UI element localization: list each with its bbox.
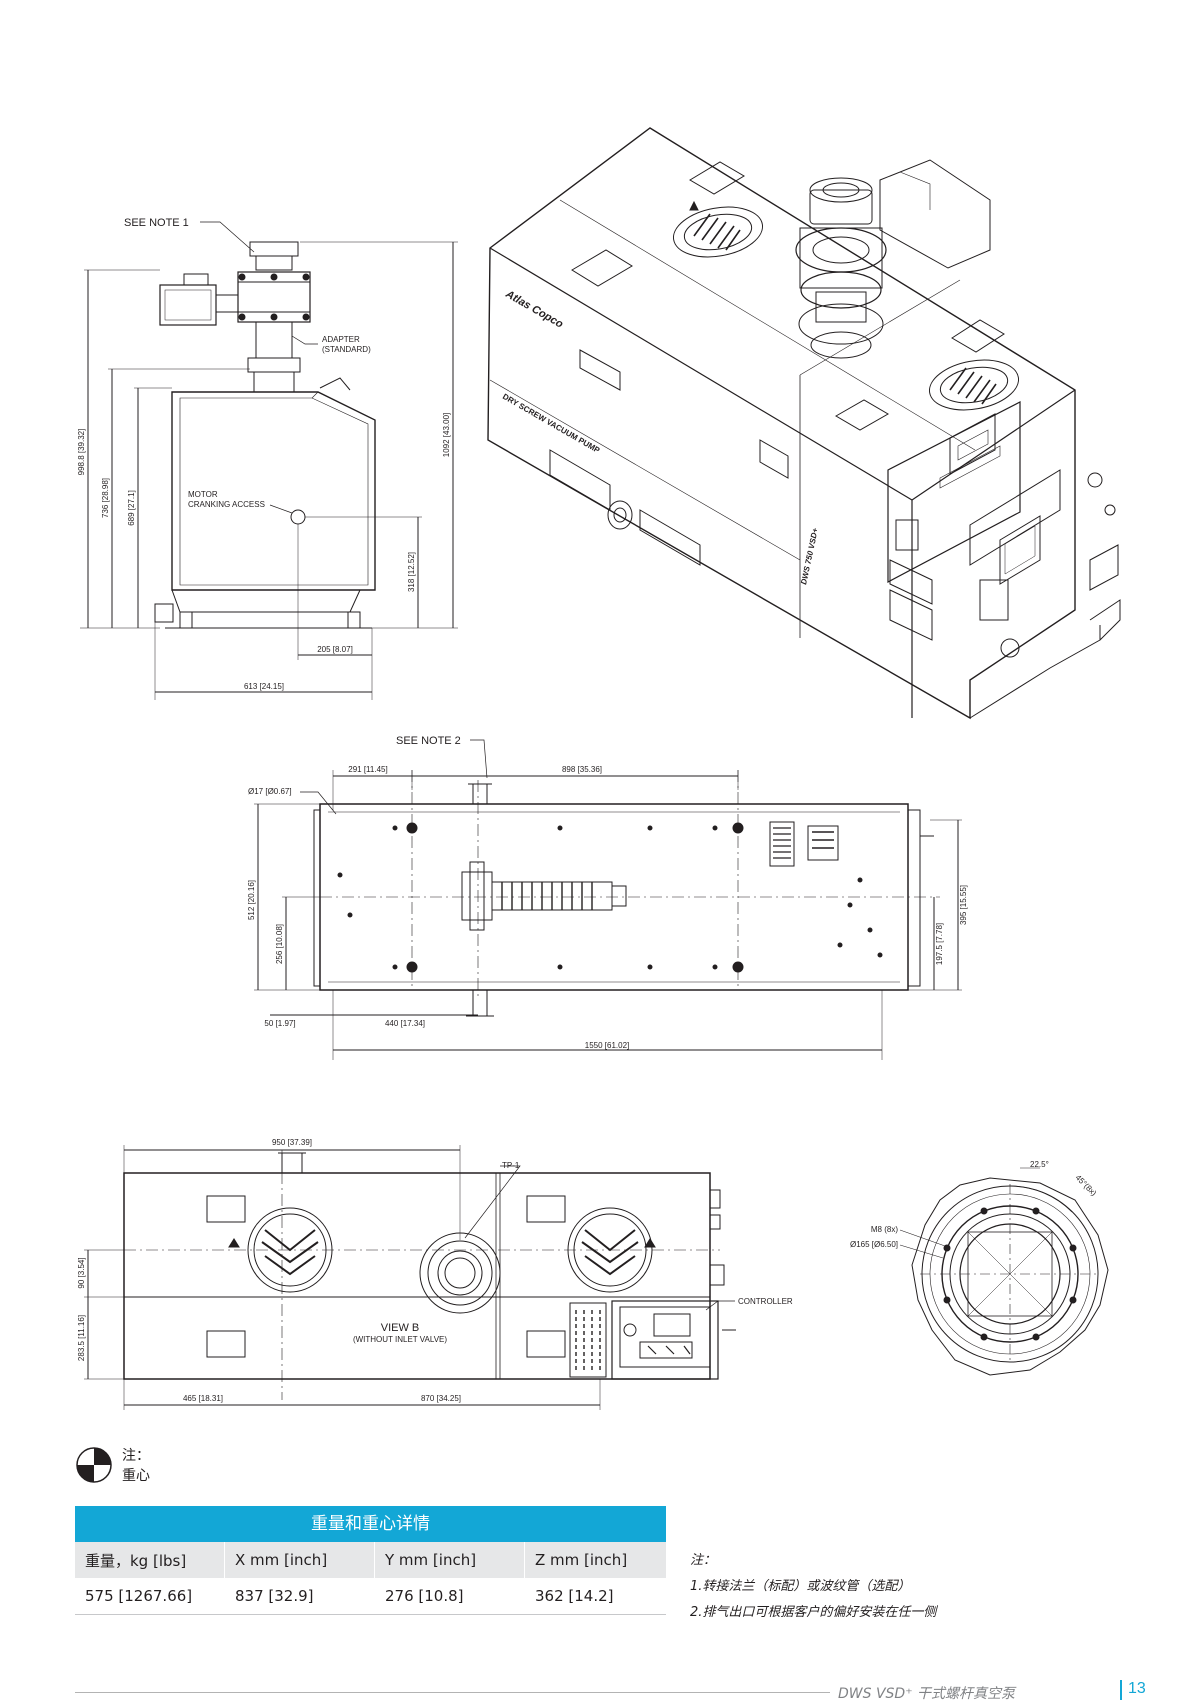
m8-label: M8 (8x): [871, 1225, 898, 1234]
header-weight: 重量，kg [lbs]: [75, 1542, 225, 1578]
cell-weight: 575 [1267.66]: [75, 1578, 225, 1615]
dim-512: 512 [20.16]: [247, 880, 256, 920]
dim-d17: Ø17 [Ø0.67]: [248, 787, 292, 796]
see-note-2-label: SEE NOTE 2: [396, 735, 461, 747]
dim-440: 440 [17.34]: [385, 1019, 425, 1028]
d165-label: Ø165 [Ø6.50]: [850, 1240, 898, 1249]
notes-block: 注： 1.转接法兰（标配）或波纹管（选配） 2.排气出口可根据客户的偏好安装在任…: [690, 1548, 1050, 1626]
table-header-row: 重量，kg [lbs] X mm [inch] Y mm [inch] Z mm…: [75, 1542, 666, 1578]
side-view: [80, 221, 458, 700]
dim-898: 898 [35.36]: [562, 765, 602, 774]
dim-291: 291 [11.45]: [348, 765, 387, 774]
front-view: [84, 1145, 736, 1410]
page-number: 13: [1128, 1680, 1146, 1697]
brand-label: Atlas Copco: [503, 288, 566, 331]
cell-x: 837 [32.9]: [224, 1578, 375, 1615]
footer-title: DWS VSD⁺ 干式螺杆真空泵: [838, 1686, 1016, 1702]
dim-465: 465 [18.31]: [183, 1394, 223, 1403]
dim-50: 50 [1.97]: [264, 1019, 295, 1028]
header-y: Y mm [inch]: [374, 1542, 525, 1578]
model-label: DWS 750 VSD+: [799, 527, 820, 586]
view-b-label: VIEW B: [381, 1322, 420, 1334]
pump-side-text: DRY SCREW VACUUM PUMP: [501, 392, 602, 455]
dim-1092: 1092 [43.00]: [442, 413, 451, 457]
flange-view: [899, 1167, 1109, 1376]
controller-label: CONTROLLER: [738, 1297, 793, 1306]
footer-separator: [1120, 1680, 1122, 1700]
motor-label: MOTOR: [188, 490, 218, 499]
top-plan-view: [254, 739, 962, 1060]
note-1: 1.转接法兰（标配）或波纹管（选配）: [690, 1579, 911, 1594]
dim-613: 613 [24.15]: [244, 682, 284, 691]
adapter-standard-label: (STANDARD): [322, 345, 371, 354]
dim-689: 689 [27.1]: [127, 490, 136, 526]
dim-950: 950 [37.39]: [272, 1138, 312, 1147]
cog-legend: 注： 重心: [75, 1444, 275, 1488]
see-note-1-label: SEE NOTE 1: [124, 217, 189, 229]
header-x: X mm [inch]: [224, 1542, 375, 1578]
header-z: Z mm [inch]: [524, 1542, 666, 1578]
dim-736: 736 [28.98]: [101, 478, 110, 518]
dim-395: 395 [15.55]: [959, 885, 968, 925]
table-title: 重量和重心详情: [75, 1506, 666, 1542]
center-of-gravity-icon: [76, 1447, 112, 1483]
dim-256: 256 [10.08]: [275, 924, 284, 964]
dim-1550: 1550 [61.02]: [585, 1041, 629, 1050]
cog-label: 重心: [122, 1468, 150, 1484]
dim-90: 90 [3.54]: [77, 1257, 86, 1288]
angle-22-5: 22.5°: [1030, 1160, 1049, 1169]
table-row: 575 [1267.66] 837 [32.9] 276 [10.8] 362 …: [75, 1578, 666, 1615]
dim-318: 318 [12.52]: [407, 552, 416, 592]
cell-y: 276 [10.8]: [374, 1578, 525, 1615]
dim-283-5: 283.5 [11.16]: [77, 1315, 86, 1361]
cog-note-label: 注：: [122, 1448, 150, 1464]
technical-drawings: SEE NOTE 1 ADAPTER (STANDARD) MOTOR CRAN…: [77, 127, 1121, 1410]
adapter-label: ADAPTER: [322, 335, 360, 344]
dim-197-5: 197.5 [7.78]: [935, 923, 944, 965]
weight-cog-table: 重量和重心详情 重量，kg [lbs] X mm [inch] Y mm [in…: [75, 1506, 666, 1615]
notes-title: 注：: [690, 1553, 717, 1568]
dim-870: 870 [34.25]: [421, 1394, 461, 1403]
motor-cranking-label: CRANKING ACCESS: [188, 500, 265, 509]
isometric-view: Atlas Copco DRY SCREW VACUUM PUMP DWS 75…: [487, 127, 1121, 720]
angle-45: 45°(8x): [1074, 1173, 1099, 1198]
dim-205: 205 [8.07]: [317, 645, 353, 654]
cell-z: 362 [14.2]: [524, 1578, 666, 1615]
view-b-sub-label: (WITHOUT INLET VALVE): [353, 1335, 447, 1344]
note-2: 2.排气出口可根据客户的偏好安装在任一侧: [690, 1605, 937, 1620]
tp1-label: TP-1: [502, 1161, 520, 1170]
footer-rule: [75, 1692, 830, 1693]
dim-998-8: 998.8 [39.32]: [77, 429, 86, 476]
